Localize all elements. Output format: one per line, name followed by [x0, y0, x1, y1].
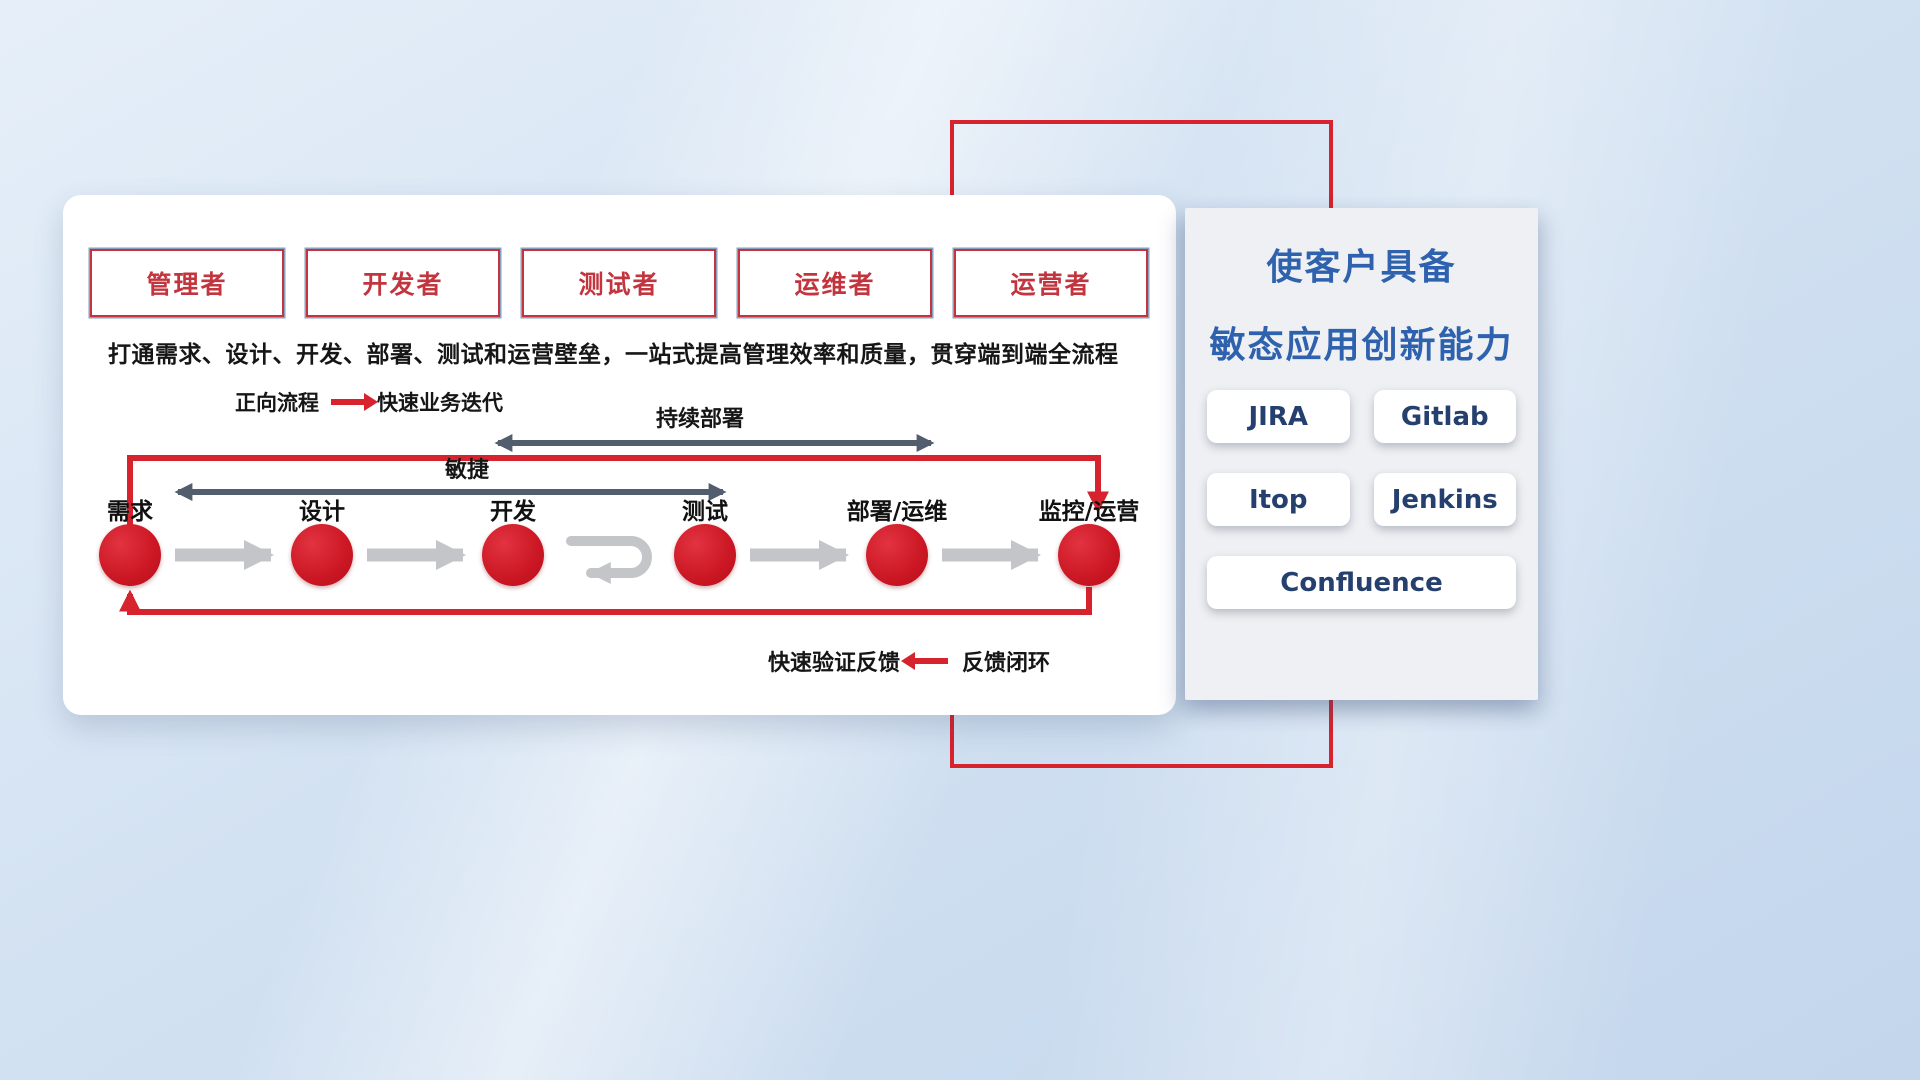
- tool-list: JIRA Gitlab Itop Jenkins Confluence: [1207, 390, 1516, 609]
- role-box-operator: 运营者: [954, 249, 1148, 317]
- node-circle-monitor-operate: [1058, 524, 1120, 586]
- tool-box-confluence: Confluence: [1207, 556, 1516, 609]
- role-label: 测试者: [578, 270, 660, 299]
- node-label-design: 设计: [299, 499, 345, 525]
- node-circle-testing: [674, 524, 736, 586]
- capability-panel: 使客户具备 敏态应用创新能力 JIRA Gitlab Itop Jenkins …: [1185, 208, 1538, 700]
- feedback-flow-line: [119, 587, 1092, 615]
- forward-flow-line: [127, 455, 1109, 527]
- feedback-legend: 快速验证反馈 反馈闭环: [768, 645, 1050, 677]
- node-label-monitor-operate: 监控/运营: [1038, 499, 1140, 525]
- continuous-deploy-span-label: 持续部署: [655, 407, 744, 432]
- forward-flow-caption: 快速业务迭代: [377, 391, 503, 415]
- devops-flow-card: 管理者 开发者 测试者 运维者 运营者 打通需求、设计、开发、部署、测试和运营壁…: [63, 195, 1176, 715]
- panel-title-line1: 使客户具备: [1266, 247, 1457, 288]
- role-label: 开发者: [362, 270, 444, 299]
- tool-box-gitlab: Gitlab: [1373, 390, 1516, 443]
- role-label: 运维者: [794, 270, 876, 299]
- feedback-caption: 快速验证反馈: [768, 651, 901, 676]
- node-circle-requirements: [99, 524, 161, 586]
- node-circle-deploy-ops: [866, 524, 928, 586]
- node-label-development: 开发: [490, 499, 536, 525]
- node-circle-development: [482, 524, 544, 586]
- node-label-testing: 测试: [682, 499, 728, 525]
- forward-flow-legend: 正向流程 快速业务迭代: [235, 387, 503, 417]
- role-box-ops: 运维者: [738, 249, 932, 317]
- node-label-requirements: 需求: [107, 499, 153, 525]
- feedback-label: 反馈闭环: [962, 651, 1051, 676]
- roles-row: 管理者 开发者 测试者 运维者 运营者: [90, 249, 1148, 317]
- tool-box-jenkins: Jenkins: [1373, 473, 1516, 526]
- flow-diagram-arrows: [119, 434, 1109, 615]
- tool-box-jira: JIRA: [1207, 390, 1350, 443]
- left-arrow-icon: [901, 652, 949, 670]
- card-description: 打通需求、设计、开发、部署、测试和运营壁垒，一站式提高管理效率和质量，贯穿端到端…: [108, 342, 1119, 368]
- right-arrow-icon: [331, 393, 378, 411]
- panel-title-line2: 敏态应用创新能力: [1209, 325, 1514, 366]
- forward-flow-label: 正向流程: [235, 391, 319, 415]
- role-box-developer: 开发者: [306, 249, 500, 317]
- role-box-manager: 管理者: [90, 249, 284, 317]
- role-label: 运营者: [1010, 270, 1092, 299]
- node-circle-design: [291, 524, 353, 586]
- node-label-deploy-ops: 部署/运维: [846, 499, 948, 525]
- role-box-tester: 测试者: [522, 249, 716, 317]
- agile-span-label: 敏捷: [444, 458, 489, 483]
- iteration-loop-arrow-icon: [566, 536, 652, 584]
- tool-box-itop: Itop: [1207, 473, 1350, 526]
- role-label: 管理者: [146, 270, 228, 299]
